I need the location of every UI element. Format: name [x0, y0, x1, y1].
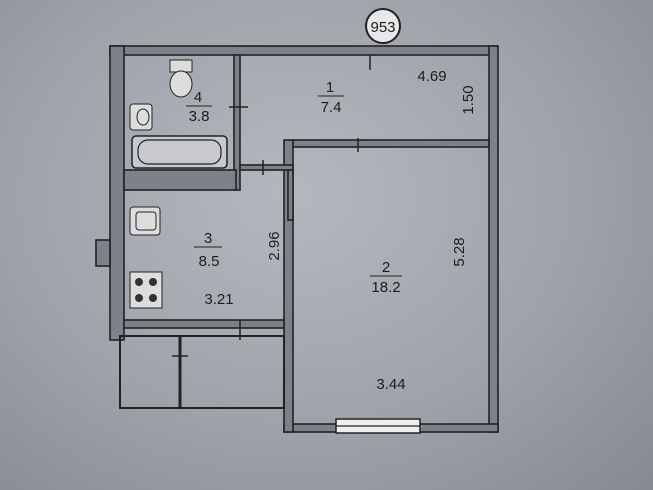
room-2-number: 2: [382, 259, 390, 276]
window: [335, 418, 421, 434]
room-3-number: 3: [204, 230, 212, 247]
kitchen-sink-icon: [129, 206, 161, 236]
stove-icon: [129, 271, 163, 309]
bathtub-icon: [131, 135, 228, 169]
room-3-area: 8.5: [199, 253, 220, 270]
apartment-number-badge: 953: [365, 8, 401, 44]
corridor-width: 1.50: [460, 85, 477, 114]
room-2-length: 5.28: [451, 237, 468, 266]
room-2-area: 18.2: [371, 279, 400, 296]
kitchen-length: 2.96: [266, 231, 283, 260]
door-marks: [229, 55, 371, 340]
walls: [95, 45, 499, 433]
room-1-area: 7.4: [321, 99, 342, 116]
balcony: [119, 335, 285, 409]
toilet-icon: [169, 59, 193, 98]
room-4-area: 3.8: [189, 108, 210, 125]
sink-icon: [129, 103, 153, 131]
room-4-number: 4: [194, 89, 202, 106]
kitchen-width: 3.21: [204, 291, 233, 308]
apartment-number: 953: [370, 19, 395, 36]
corridor-length: 4.69: [417, 68, 446, 85]
room-2-width: 3.44: [376, 376, 405, 393]
room-1-number: 1: [326, 79, 334, 96]
